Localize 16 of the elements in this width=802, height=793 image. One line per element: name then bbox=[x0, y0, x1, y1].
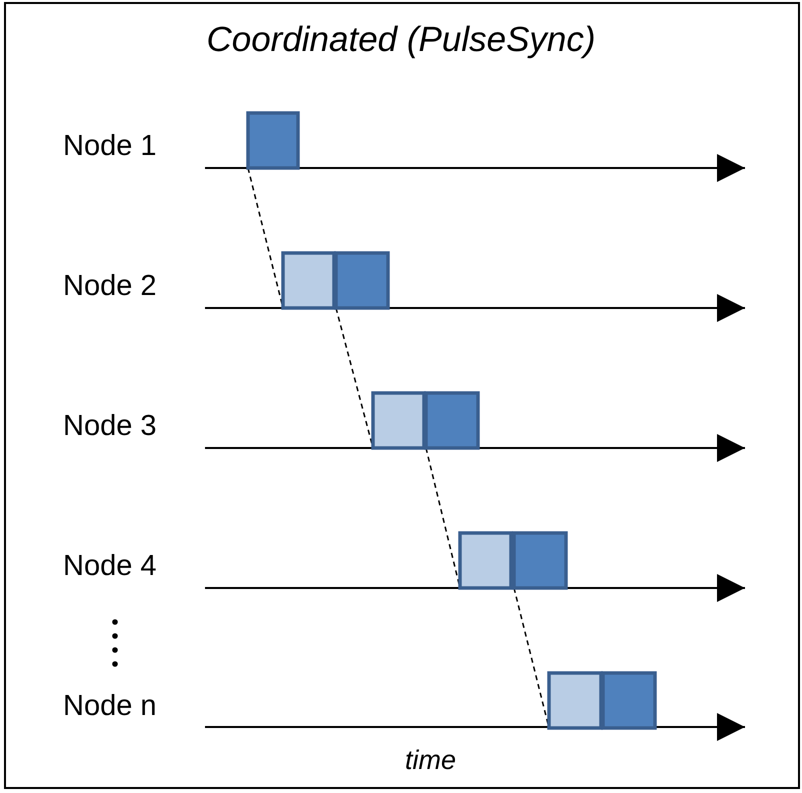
dark-block bbox=[424, 391, 480, 450]
light-block bbox=[371, 391, 426, 450]
dark-block bbox=[246, 111, 300, 170]
axis-label: time bbox=[405, 745, 456, 776]
dark-block bbox=[601, 671, 657, 730]
row-label: Node 3 bbox=[63, 410, 157, 443]
dark-block bbox=[512, 531, 568, 590]
row-label: Node 2 bbox=[63, 270, 157, 303]
dark-block bbox=[334, 251, 390, 310]
title: Coordinated (PulseSync) bbox=[205, 20, 597, 60]
light-block bbox=[547, 671, 603, 730]
row-label: Node 4 bbox=[63, 550, 157, 583]
row-label: Node n bbox=[63, 690, 157, 723]
row-label: Node 1 bbox=[63, 130, 157, 163]
light-block bbox=[281, 251, 336, 310]
light-block bbox=[458, 531, 513, 590]
